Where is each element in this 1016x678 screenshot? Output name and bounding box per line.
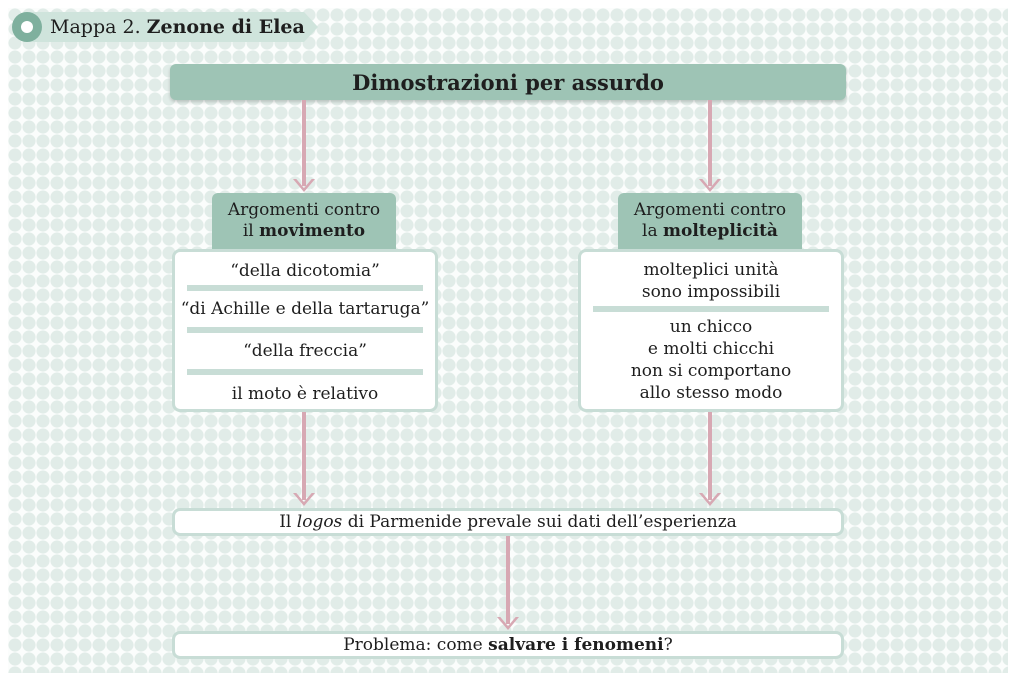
right-list-box: molteplici unità sono impossibili un chi…	[578, 249, 844, 412]
arrow-top-left-line	[302, 100, 306, 186]
list-item: “di Achille e della tartaruga”	[180, 299, 430, 319]
arrow-left-bottom-line	[302, 412, 306, 500]
map-title-tab: Mappa 2. Zenone di Elea	[12, 12, 318, 42]
circle-bullet-icon	[12, 12, 42, 42]
divider	[593, 306, 829, 312]
list-item: molteplici unità sono impossibili	[641, 260, 781, 302]
arrow-top-right-line	[708, 100, 712, 186]
right-heading-box: Argomenti contro la molteplicità	[618, 193, 802, 249]
arrow-bottom-line	[506, 536, 510, 624]
list-item: un chicco e molti chicchi non si comport…	[630, 317, 792, 403]
list-item: il moto è relativo	[231, 384, 379, 404]
problem-box: Problema: come salvare i fenomeni?	[172, 631, 844, 659]
divider	[187, 327, 423, 333]
divider	[187, 369, 423, 375]
divider	[187, 285, 423, 291]
top-concept-box: Dimostrazioni per assurdo	[170, 64, 846, 100]
logos-box: Il logos di Parmenide prevale sui dati d…	[172, 508, 844, 536]
left-heading-box: Argomenti contro il movimento	[212, 193, 396, 249]
list-item: “della dicotomia”	[230, 261, 380, 281]
arrow-right-bottom-line	[708, 412, 712, 500]
list-item: “della freccia”	[243, 341, 367, 361]
map-title: Mappa 2. Zenone di Elea	[50, 16, 305, 38]
left-list-box: “della dicotomia” “di Achille e della ta…	[172, 249, 438, 412]
